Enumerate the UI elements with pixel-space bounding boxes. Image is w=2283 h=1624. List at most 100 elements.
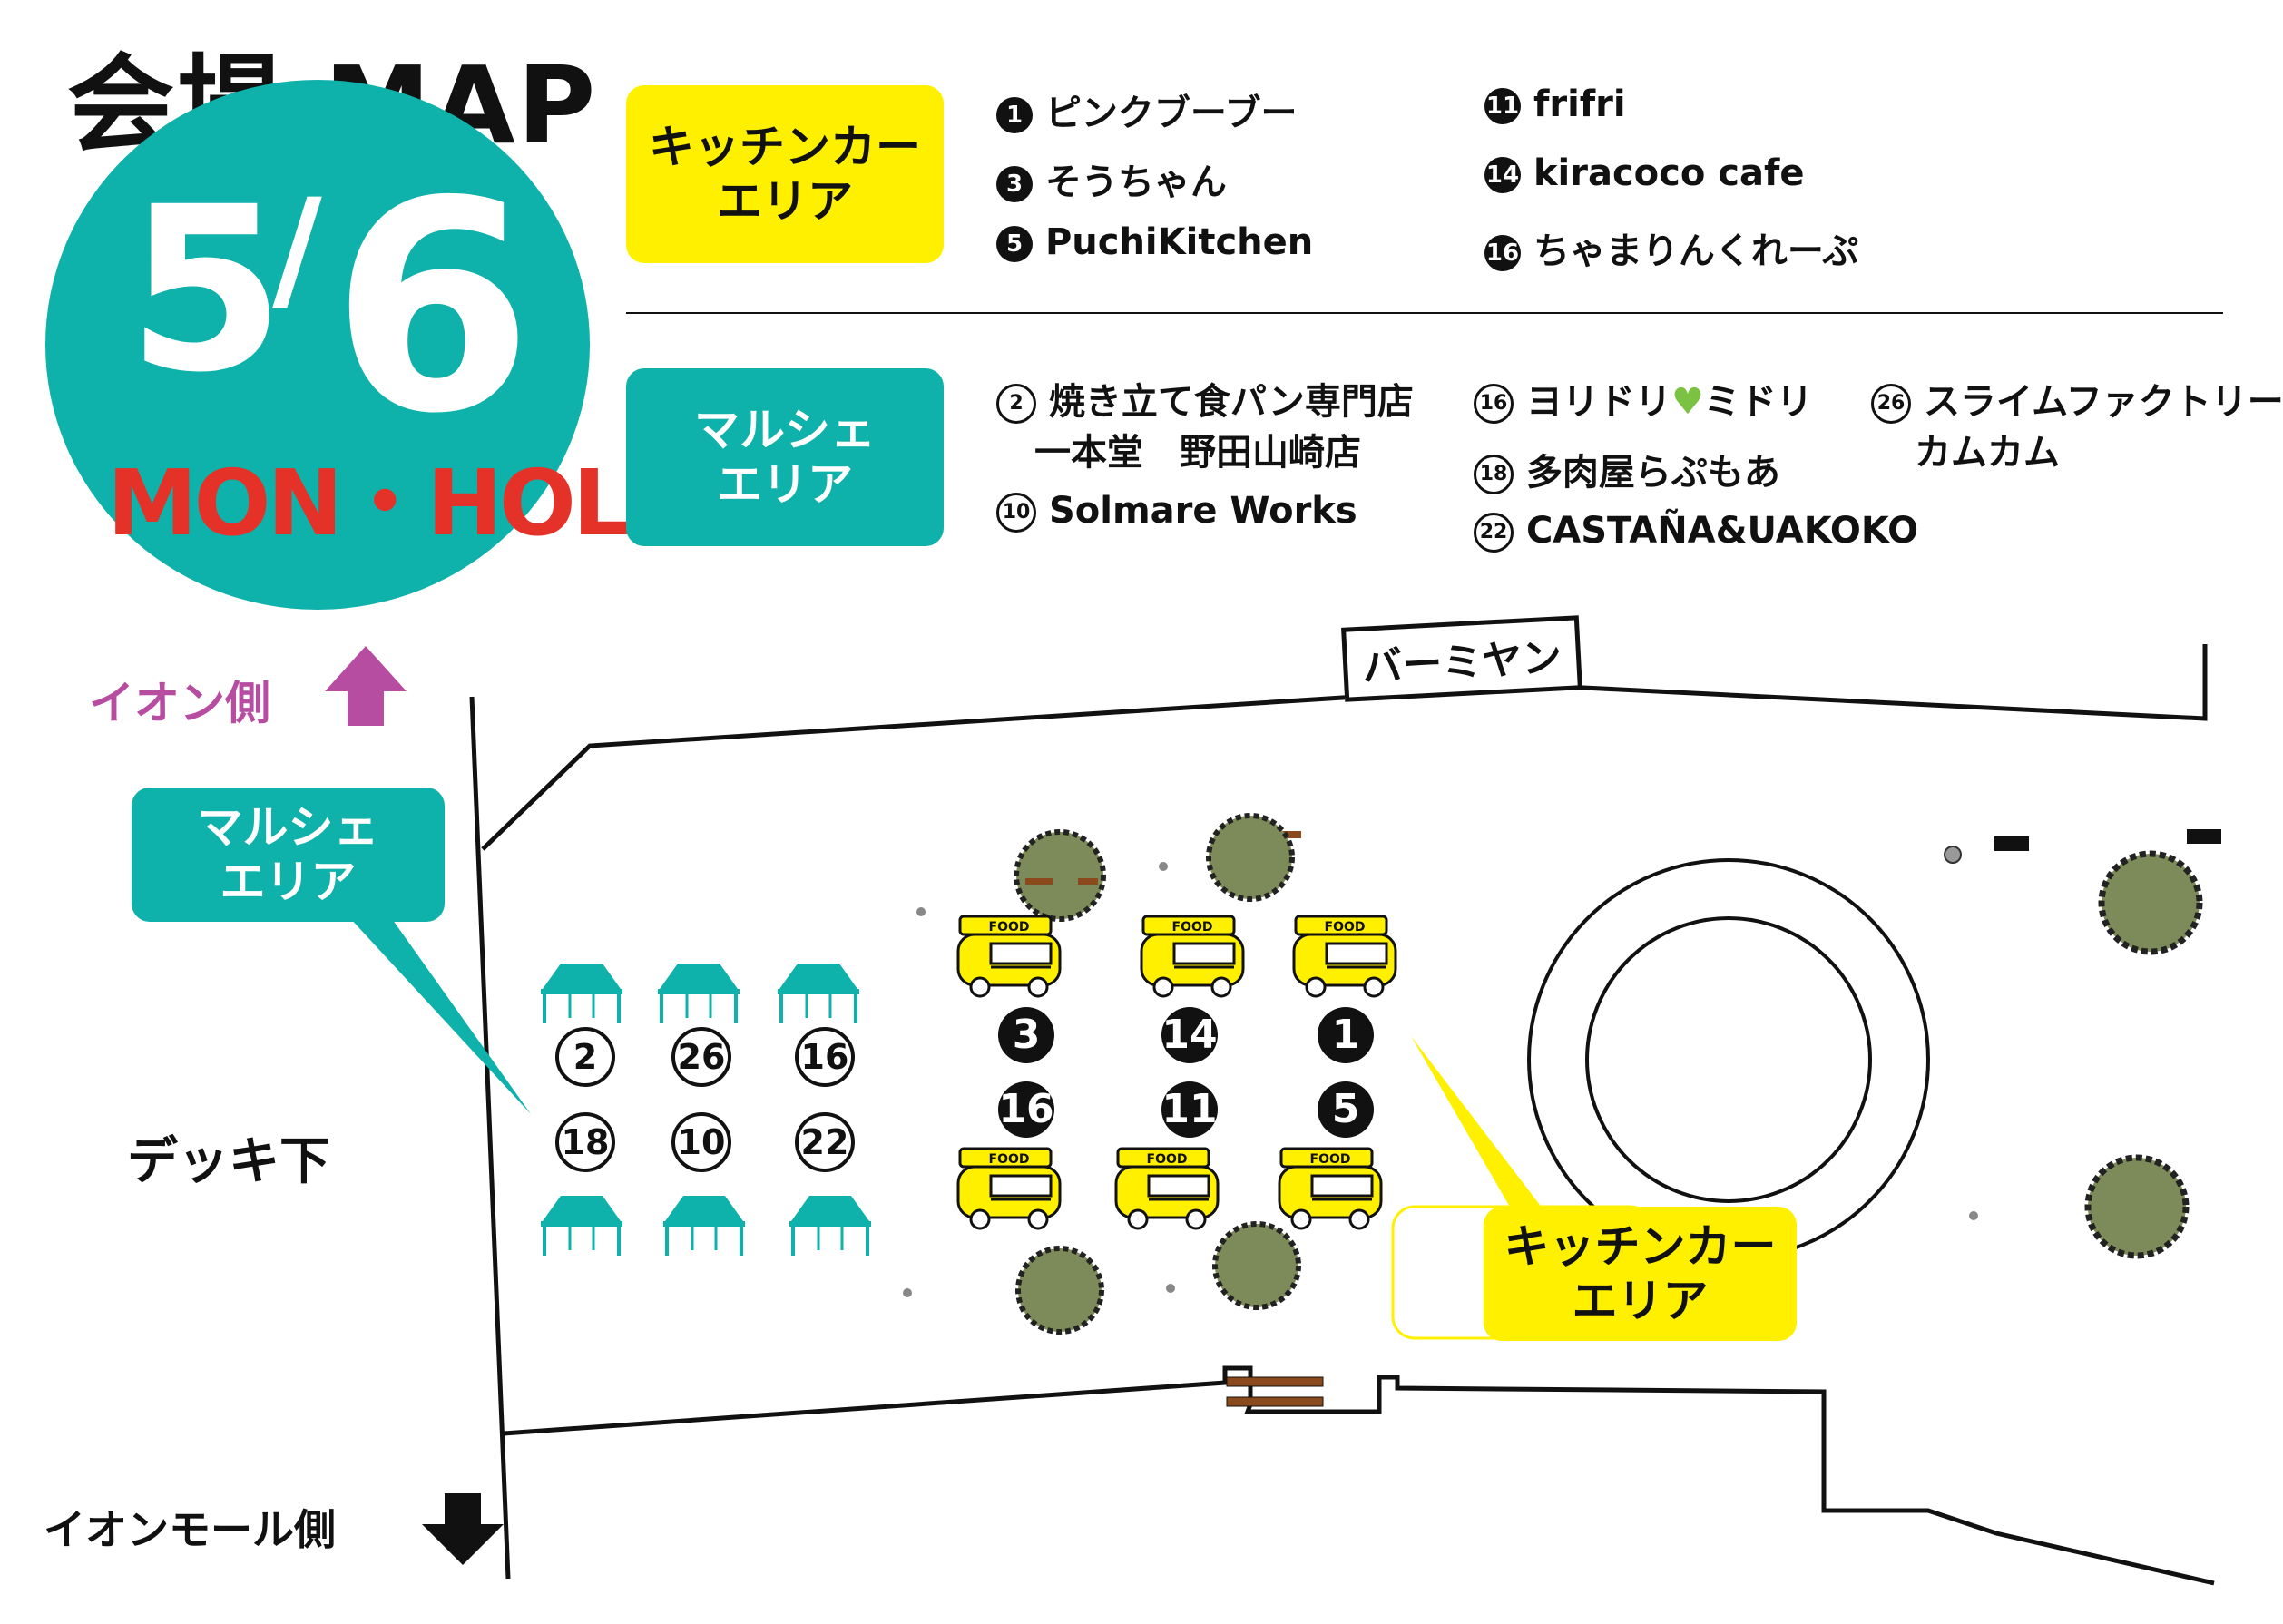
vendor-name-line2: カムカム xyxy=(1915,432,2060,474)
marker-dot xyxy=(1944,846,1962,864)
legend-marche-item: 22 CASTAÑA&UAKOKO xyxy=(1474,510,1918,553)
vendor-name: スライムファクトリー xyxy=(1923,381,2283,423)
tent-icon xyxy=(656,962,741,1025)
kitchen-stall-number: 14 xyxy=(1161,1007,1218,1063)
number-badge: 18 xyxy=(1474,455,1514,494)
food-truck-label: FOOD xyxy=(1172,920,1213,934)
tree-icon xyxy=(1212,1221,1301,1310)
marker-dot xyxy=(1969,1211,1978,1220)
tent-icon xyxy=(776,962,861,1025)
date-day: 6 xyxy=(331,140,534,477)
vendor-name-line2: 一本堂 野田山崎店 xyxy=(1034,432,1361,474)
tent-icon xyxy=(661,1194,747,1257)
kitchen-stall-number: 16 xyxy=(998,1081,1054,1138)
food-truck-label: FOOD xyxy=(1325,920,1366,934)
roundabout-inner xyxy=(1585,916,1872,1203)
kitchen-stall-number: 11 xyxy=(1161,1081,1218,1138)
marker-block xyxy=(2187,829,2221,844)
vendor-name: kiracoco cafe xyxy=(1533,152,1805,194)
vendor-name: 多肉屋らぷもあ xyxy=(1525,452,1780,494)
date-badge xyxy=(45,80,590,610)
vendor-name: そうちゃん xyxy=(1044,161,1227,203)
kitchen-area-tag-line2: エリア xyxy=(717,175,853,228)
kitchen-callout: キッチンカー エリア xyxy=(1484,1207,1797,1341)
marche-callout-line2: エリア xyxy=(220,856,357,908)
number-badge: 3 xyxy=(996,166,1033,202)
number-badge: 2 xyxy=(996,384,1036,424)
legend-marche-item: 10 Solmare Works xyxy=(996,490,1357,533)
legend-marche-item: 16 ヨリドリ♥ミドリ xyxy=(1474,372,1813,425)
marker-dot xyxy=(903,1288,912,1297)
legend-divider xyxy=(626,312,2223,314)
vendor-name: ヨリドリ xyxy=(1525,381,1671,423)
tent-icon xyxy=(539,962,624,1025)
kitchen-stall-number: 3 xyxy=(998,1007,1054,1063)
date-month: 5 xyxy=(127,158,285,422)
legend-marche-item: 18 多肉屋らぷもあ xyxy=(1474,443,1780,495)
marche-area-tag-line1: マルシェ xyxy=(694,404,876,456)
number-badge: 1 xyxy=(996,97,1033,133)
tree-icon xyxy=(1015,1246,1104,1335)
legend-kitchen-item: 5 PuchiKitchen xyxy=(996,221,1313,263)
marker-dot xyxy=(1166,1284,1175,1293)
food-truck-label: FOOD xyxy=(1310,1152,1351,1167)
number-badge: 16 xyxy=(1474,384,1514,424)
legend-marche-item: 26 スライムファクトリー xyxy=(1871,372,2283,425)
vendor-name: Solmare Works xyxy=(1048,490,1357,532)
kitchen-callout-line1: キッチンカー xyxy=(1504,1220,1777,1273)
marche-area-tag-line2: エリア xyxy=(717,458,853,511)
bench xyxy=(1278,831,1301,838)
vendor-name: 焼き立て食パン専門店 xyxy=(1048,381,1414,423)
food-truck-label: FOOD xyxy=(989,920,1030,934)
aeon-side-label: イオン側 xyxy=(89,677,270,729)
number-badge: 16 xyxy=(1484,235,1521,271)
tree-icon xyxy=(1206,813,1295,902)
marche-stall-number: 2 xyxy=(555,1027,615,1087)
number-badge: 10 xyxy=(996,493,1036,533)
down-arrow-icon xyxy=(422,1493,504,1565)
marker-dot xyxy=(1159,862,1168,871)
up-arrow-icon xyxy=(325,646,407,726)
food-truck-label: FOOD xyxy=(989,1152,1030,1167)
kitchen-stall-number: 1 xyxy=(1318,1007,1374,1063)
marche-callout-line1: マルシェ xyxy=(197,801,379,854)
bench xyxy=(1226,1396,1324,1407)
kitchen-callout-pointer xyxy=(1411,1036,1543,1208)
tent-icon xyxy=(539,1194,624,1257)
marche-callout: マルシェ エリア xyxy=(132,788,445,922)
legend-kitchen-item: 11 frifri xyxy=(1484,83,1626,125)
legend-kitchen-item: 16 ちゃまりんくれーぷ xyxy=(1484,221,1858,274)
tree-icon xyxy=(2098,850,2203,955)
kitchen-callout-line2: エリア xyxy=(1572,1275,1709,1327)
tree-icon xyxy=(1014,829,1106,922)
number-badge: 26 xyxy=(1871,384,1911,424)
kitchen-stall-number: 5 xyxy=(1318,1081,1374,1138)
marche-stall-number: 26 xyxy=(671,1027,731,1087)
date-slash: / xyxy=(272,171,322,328)
marche-stall-number: 22 xyxy=(795,1112,855,1172)
marche-area-tag: マルシェ エリア xyxy=(626,368,944,546)
vendor-name: PuchiKitchen xyxy=(1044,221,1314,263)
legend-kitchen-item: 1 ピンクブーブー xyxy=(996,83,1298,136)
date-weekday: MON・HOLS xyxy=(107,450,692,556)
tent-icon xyxy=(788,1194,873,1257)
vendor-name: ピンクブーブー xyxy=(1044,93,1298,134)
food-truck-label: FOOD xyxy=(1147,1152,1188,1167)
barmiyan-label: バーミヤン xyxy=(1341,615,1582,702)
legend-kitchen-item: 14 kiracoco cafe xyxy=(1484,152,1805,194)
vendor-name-suffix: ミドリ xyxy=(1703,381,1813,423)
left-boundary-line xyxy=(469,696,511,1580)
vendor-name: frifri xyxy=(1533,83,1626,125)
legend-kitchen-item: 3 そうちゃん xyxy=(996,152,1227,205)
legend-marche-item: 2 焼き立て食パン専門店 xyxy=(996,372,1414,425)
vendor-name: CASTAÑA&UAKOKO xyxy=(1525,510,1919,552)
bench xyxy=(1226,1376,1324,1387)
number-badge: 11 xyxy=(1484,88,1521,124)
deck-below-label: デッキ下 xyxy=(127,1132,330,1191)
number-badge: 5 xyxy=(996,226,1033,262)
number-badge: 14 xyxy=(1484,157,1521,193)
aeon-mall-side-label: イオンモール側 xyxy=(44,1505,336,1554)
vendor-name: ちゃまりんくれーぷ xyxy=(1533,230,1859,272)
marche-stall-number: 18 xyxy=(555,1112,615,1172)
marker-dot xyxy=(916,907,926,916)
